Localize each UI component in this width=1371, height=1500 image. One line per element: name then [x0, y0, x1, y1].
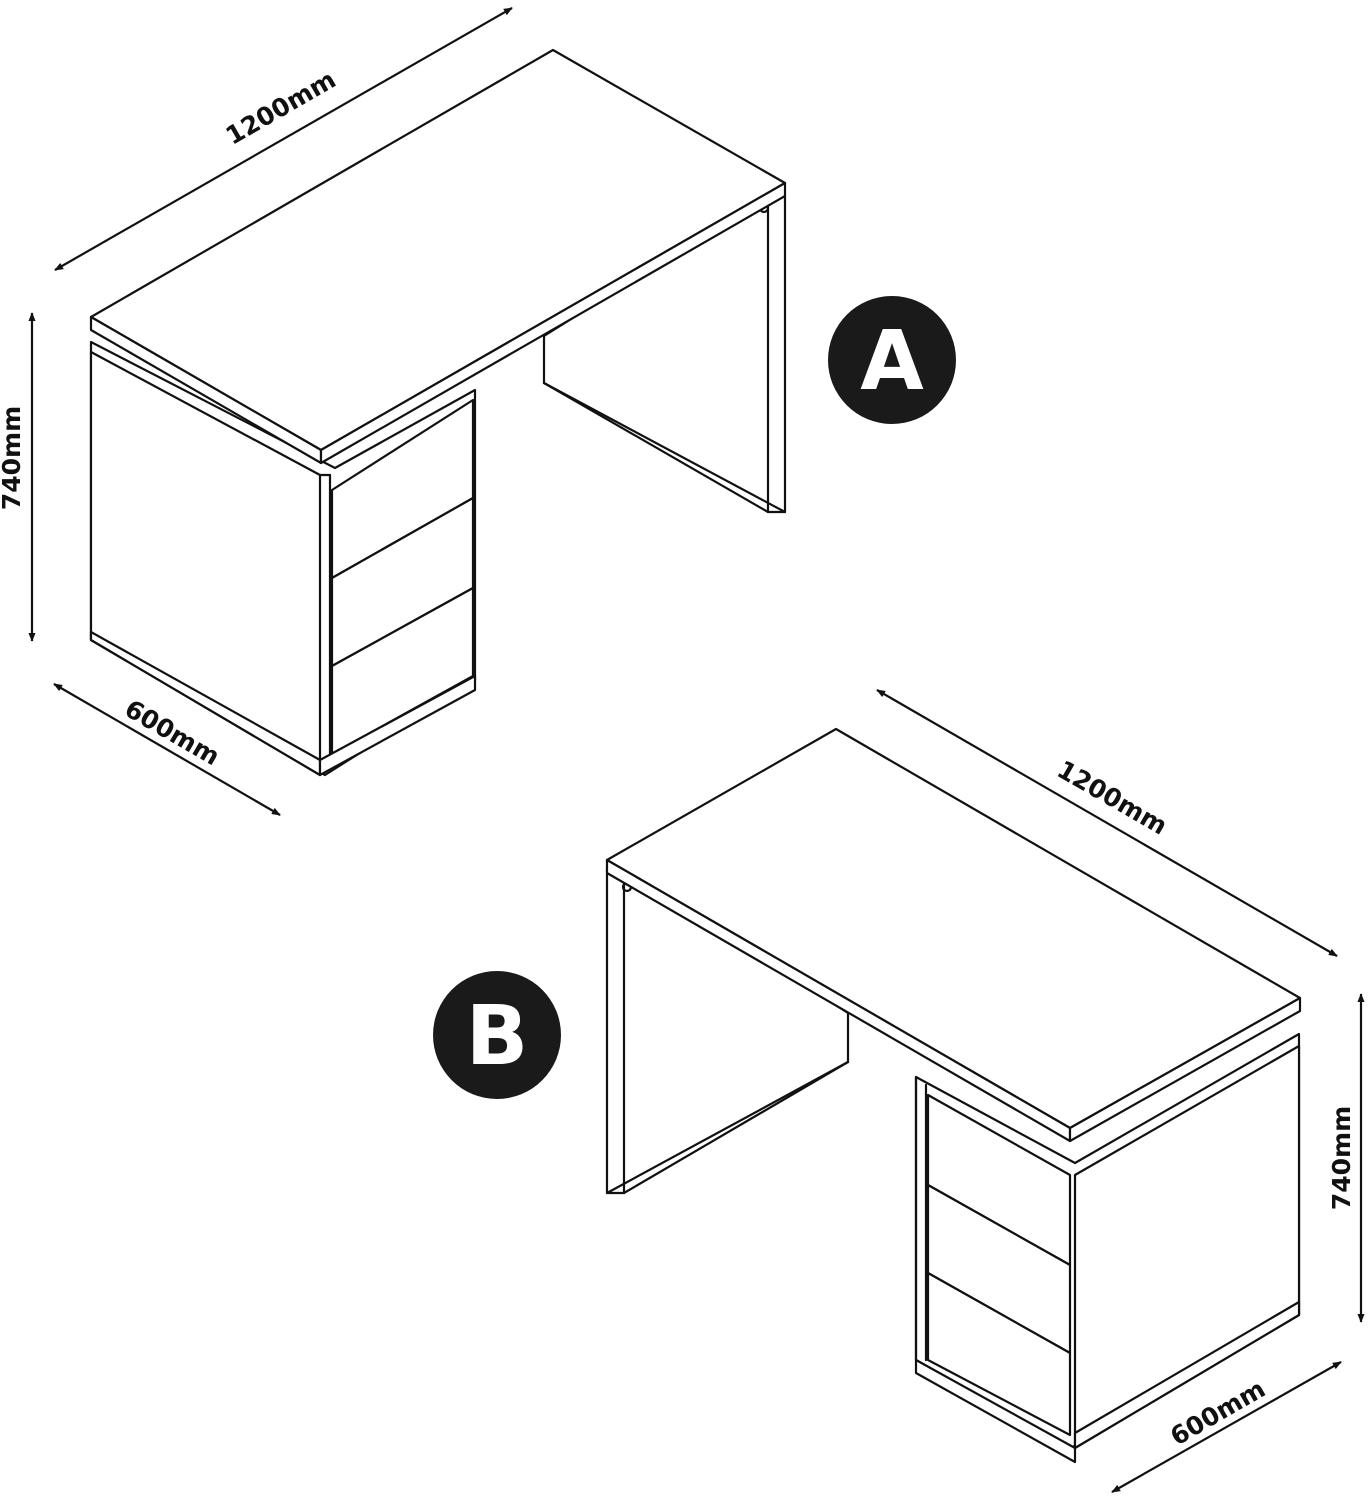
desk-a	[89, 48, 787, 777]
desk-b-length-arrow	[876, 689, 1338, 957]
desk-b-length-label: 1200mm	[1052, 755, 1172, 841]
desk-a-length-label: 1200mm	[221, 65, 341, 151]
desk-b	[605, 727, 1302, 1464]
desk-b-drawer-3	[926, 1271, 1072, 1437]
desk-b-height-label: 740mm	[1327, 1106, 1356, 1210]
badge-a: A	[828, 296, 956, 424]
desk-a-height-label: 740mm	[0, 406, 26, 510]
badge-a-label: A	[860, 314, 924, 409]
badge-b: B	[433, 971, 561, 1099]
badge-b-label: B	[466, 989, 529, 1084]
desk-a-depth-arrow	[53, 683, 281, 816]
desk-b-depth-arrow	[1111, 1361, 1342, 1493]
desk-a-length-arrow	[54, 7, 513, 271]
desk-b-pedestal	[914, 1032, 1301, 1464]
